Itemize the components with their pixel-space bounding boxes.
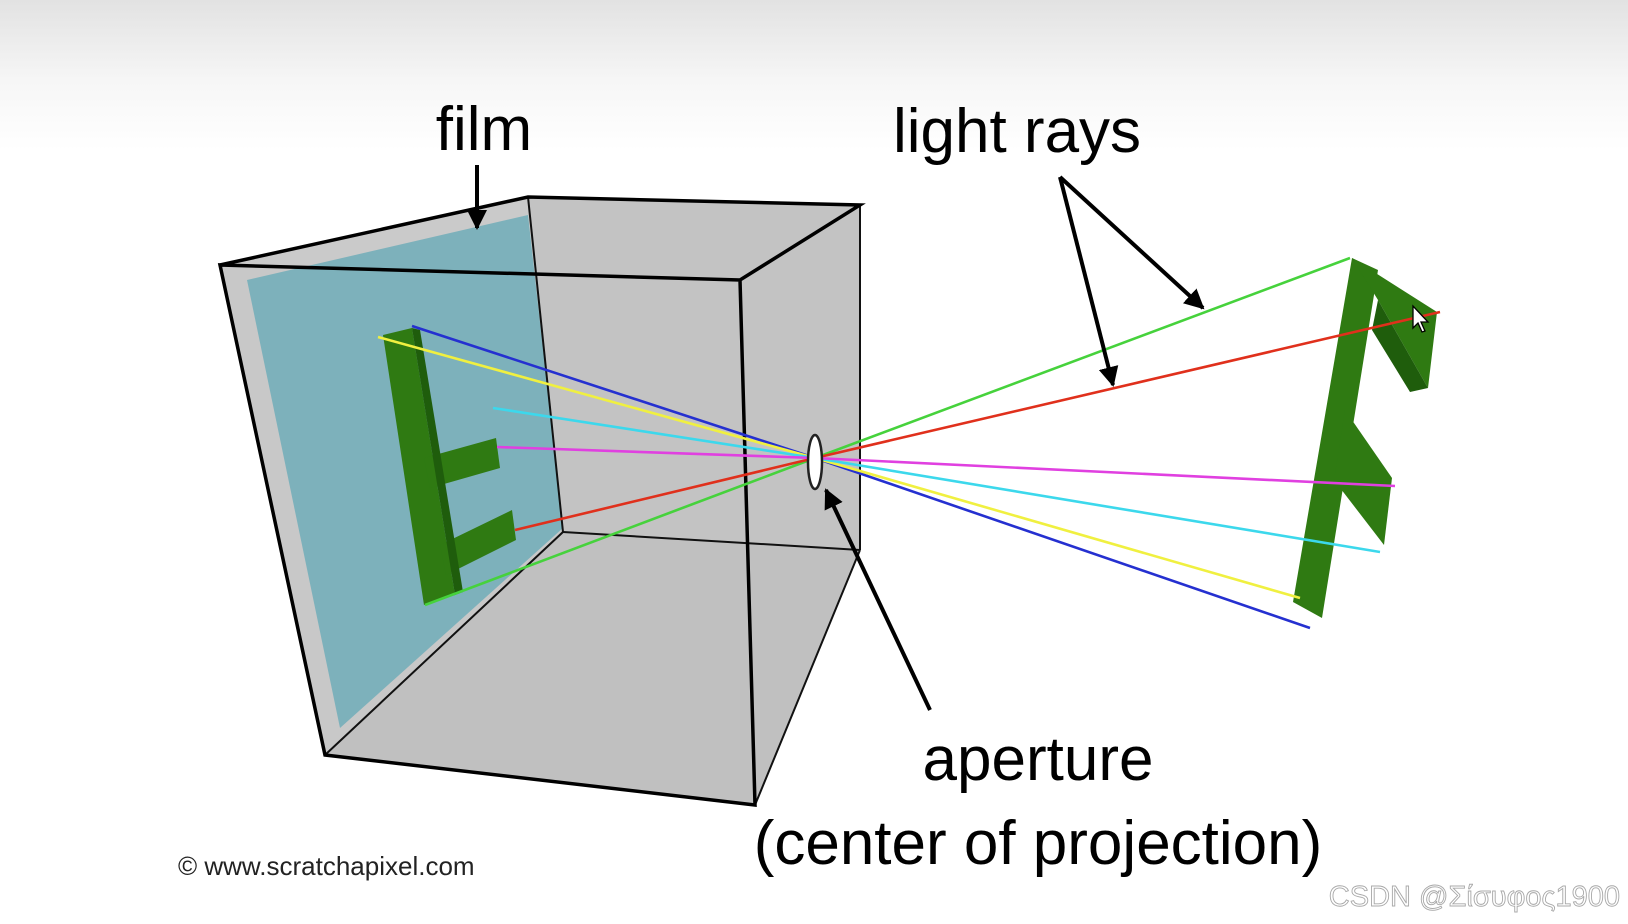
object-letter-shade (1372, 300, 1428, 392)
object-letter-bar-mid (1334, 410, 1392, 545)
film-label: film (436, 95, 532, 164)
light-rays-arrow-upper (1058, 175, 1205, 310)
object-letter-stem (1293, 258, 1378, 618)
callout-arrows (467, 165, 1205, 711)
mouse-pointer-icon (1412, 304, 1430, 333)
box-outline (217, 195, 866, 807)
box-edge (754, 549, 861, 806)
aperture-hole (806, 433, 824, 491)
box-front-edges (217, 195, 866, 807)
camera-box (220, 197, 860, 805)
light-rays-label: light rays (893, 97, 1141, 166)
film-image-letter (383, 328, 516, 605)
box-edge (527, 196, 564, 533)
film-letter-stem (383, 328, 455, 605)
center-of-projection-label: (center of projection) (754, 809, 1323, 878)
credit-text: © www.scratchapixel.com (178, 851, 475, 881)
light-rays-arrow-lower (1058, 176, 1119, 387)
film-letter-shade (412, 328, 463, 595)
watermark-text: CSDN @Σίσυφος1900 (1329, 881, 1620, 913)
box-back-face (528, 197, 860, 550)
film-letter-bar-bottom (440, 510, 516, 575)
box-bottom-face (325, 532, 860, 805)
aperture-arrow (824, 488, 932, 711)
aperture-label: aperture (923, 725, 1154, 794)
